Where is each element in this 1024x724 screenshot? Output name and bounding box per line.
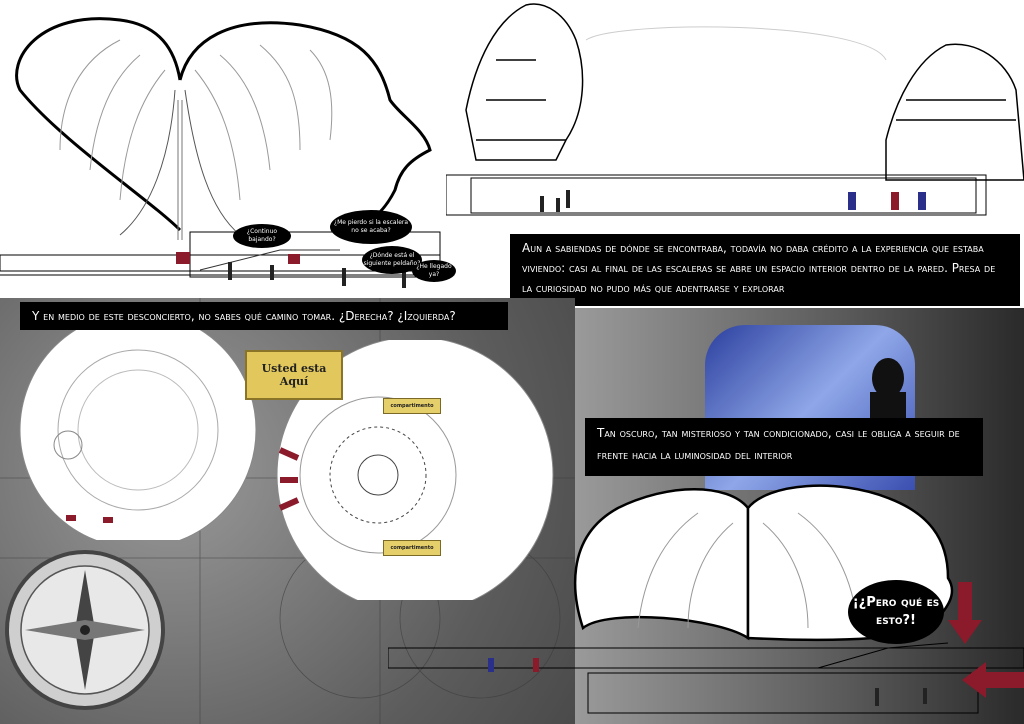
- exclamation-bubble: ¡¿Pero qué es esto?!: [848, 580, 944, 644]
- section-drawing-interior-top: [446, 3, 1024, 216]
- compartment-label-top: compartimento: [383, 398, 441, 414]
- floor-plan-left: [19, 330, 257, 540]
- left-arrow-icon: [962, 662, 1024, 698]
- thought-bubble-4: ¿He llegado ya?: [412, 260, 456, 282]
- thought-bubble-2: ¿Me pierdo si la escalera no se acaba?: [330, 210, 412, 244]
- caption-middle-right: Tan oscuro, tan misterioso y tan condici…: [585, 418, 983, 476]
- compass-illustration: [5, 550, 165, 710]
- compartment-label-bottom: compartimento: [383, 540, 441, 556]
- you-are-here-line2: Aquí: [279, 375, 309, 388]
- caption-top-right: Aun a sabiendas de dónde se encontraba, …: [510, 234, 1020, 306]
- floor-plan-right: [276, 340, 554, 600]
- down-arrow-icon: [948, 582, 982, 644]
- section-drawing-heads-top: [0, 17, 441, 288]
- you-are-here-line1: Usted esta: [261, 362, 327, 375]
- thought-bubble-1: ¿Continuo bajando?: [233, 224, 291, 248]
- you-are-here-sign: Usted esta Aquí: [245, 350, 343, 400]
- caption-middle-left: Y en medio de este desconcierto, no sabe…: [20, 302, 508, 330]
